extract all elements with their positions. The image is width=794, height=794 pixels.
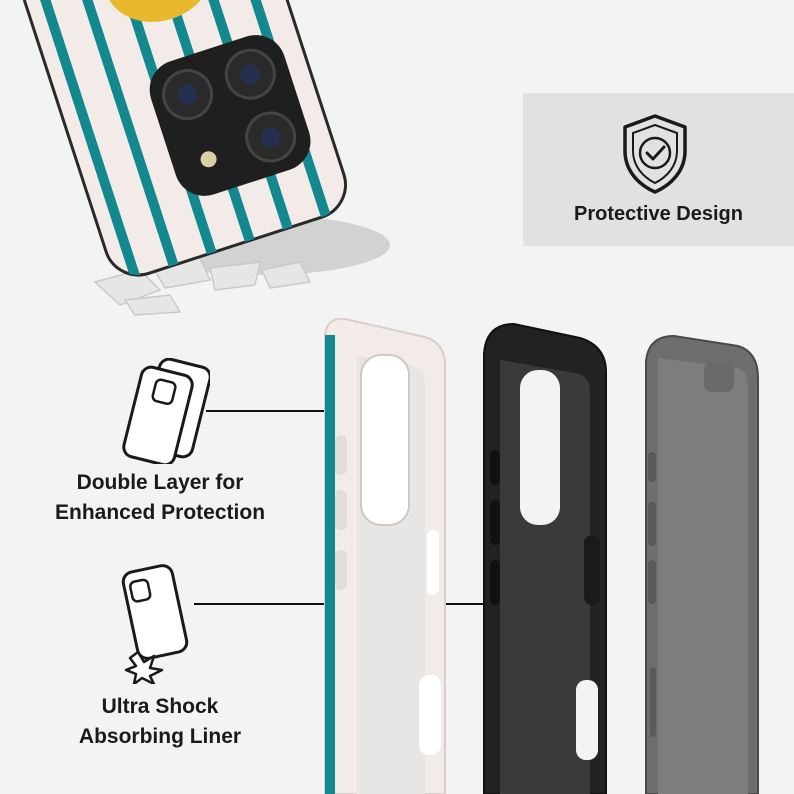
shield-check-icon bbox=[623, 114, 687, 194]
protective-design-badge: Protective Design bbox=[523, 93, 794, 246]
double-layer-case-icon bbox=[122, 358, 210, 464]
shock-liner-label-line2: Absorbing Liner bbox=[78, 725, 242, 748]
double-layer-label-line1: Double Layer for bbox=[76, 471, 244, 494]
shock-case-icon bbox=[121, 564, 189, 684]
double-layer-label-line2: Enhanced Protection bbox=[54, 501, 266, 524]
double-layer-callout-line bbox=[206, 410, 331, 412]
shock-liner-label-line1: Ultra Shock bbox=[101, 695, 219, 718]
outer-shell-layer-image bbox=[324, 317, 446, 794]
shock-liner-layer-image bbox=[483, 322, 607, 794]
hero-case-drop-image bbox=[21, 0, 390, 316]
badge-label: Protective Design bbox=[574, 203, 743, 225]
shock-liner-label: Ultra Shock Absorbing Liner bbox=[0, 692, 320, 752]
double-layer-label: Double Layer for Enhanced Protection bbox=[0, 468, 320, 528]
phone-image bbox=[645, 334, 759, 794]
